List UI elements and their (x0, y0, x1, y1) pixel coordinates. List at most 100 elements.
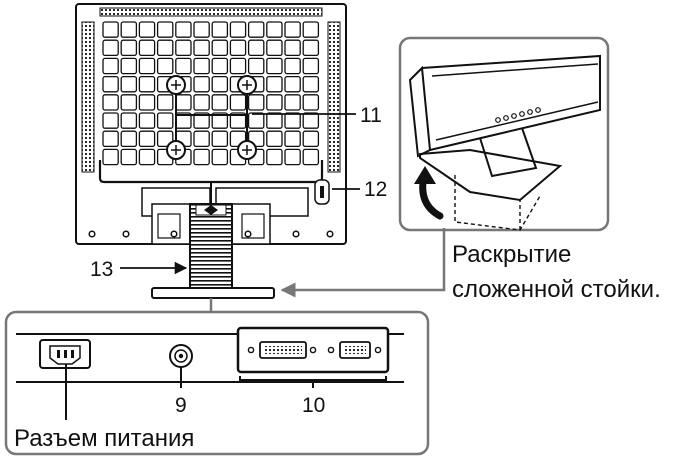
vent-slot (102, 112, 119, 129)
vent-slot (302, 148, 320, 166)
vent-slot (120, 39, 138, 57)
vent-slot (193, 39, 210, 57)
vent-slot (284, 94, 301, 111)
vent-slot (120, 75, 138, 93)
vent-slot (193, 148, 210, 166)
ventilation-grid (102, 21, 320, 166)
caption-power-connector: Разъем питания (14, 425, 194, 452)
vent-slot (247, 39, 265, 57)
vent-slot (156, 39, 174, 57)
vent-slot (211, 112, 229, 129)
vent-slot (229, 21, 247, 38)
vent-slot (229, 94, 247, 111)
vent-slot (302, 75, 320, 93)
vent-slot (175, 21, 192, 38)
vent-slot (284, 39, 301, 57)
vent-slot (102, 130, 119, 148)
vent-slot (266, 148, 283, 166)
callout-9-audio-input: 9 (175, 394, 187, 417)
vent-slot (266, 112, 283, 129)
vent-slot (284, 75, 301, 93)
vent-slot (138, 75, 156, 93)
vent-slot (102, 148, 119, 166)
vent-slot (120, 94, 138, 111)
power-socket (39, 339, 91, 369)
vent-slot (266, 130, 283, 148)
signal-connectors (236, 326, 390, 374)
vent-slot (302, 130, 320, 148)
vent-slot (302, 21, 320, 38)
vent-slot (211, 21, 229, 38)
vent-slot (302, 39, 320, 57)
vent-slot (247, 57, 265, 75)
callout-11-vesa-holes: 11 (360, 104, 382, 127)
vent-slot (193, 57, 210, 75)
vent-slot (175, 57, 192, 75)
vent-slot (156, 21, 174, 38)
vent-slot (156, 112, 174, 129)
vent-slot (284, 112, 301, 129)
vent-slot (193, 21, 210, 38)
vent-slot (211, 148, 229, 166)
callout-13-cable-holder: 13 (90, 258, 113, 281)
vent-slot (138, 21, 156, 38)
vent-slot (156, 130, 174, 148)
vent-slot (138, 112, 156, 129)
vent-slot (211, 39, 229, 57)
vent-slot (284, 130, 301, 148)
vent-slot (138, 148, 156, 166)
vent-slot (102, 94, 119, 111)
vent-slot (120, 57, 138, 75)
top-vent (99, 7, 323, 17)
vent-slot (211, 75, 229, 93)
stand (151, 203, 275, 299)
vent-slot (284, 57, 301, 75)
vent-slot (102, 75, 119, 93)
vent-slot (247, 94, 265, 111)
vent-slot (175, 39, 192, 57)
vent-slot (211, 130, 229, 148)
left-vent (81, 21, 95, 173)
vent-slot (193, 112, 210, 129)
vent-slot (138, 130, 156, 148)
vent-slot (247, 21, 265, 38)
vent-slot (120, 130, 138, 148)
stand-base (151, 287, 275, 299)
vent-slot (102, 21, 119, 38)
vent-slot (120, 148, 138, 166)
vent-slot (229, 112, 247, 129)
audio-jack (169, 344, 193, 368)
vent-slot (266, 94, 283, 111)
vent-slot (193, 75, 210, 93)
vent-slot (156, 57, 174, 75)
vent-slot (193, 130, 210, 148)
vent-slot (156, 94, 174, 111)
callout-10-signal-connectors: 10 (302, 394, 325, 417)
vent-slot (266, 39, 283, 57)
vent-slot (229, 57, 247, 75)
vent-slot (266, 21, 283, 38)
vent-slot (302, 94, 320, 111)
vent-slot (229, 39, 247, 57)
callout-12-security-slot: 12 (364, 178, 387, 201)
vent-slot (102, 57, 119, 75)
vent-slot (211, 94, 229, 111)
vent-slot (284, 148, 301, 166)
vent-slot (284, 21, 301, 38)
vent-slot (102, 39, 119, 57)
vent-slot (302, 112, 320, 129)
vent-slot (138, 94, 156, 111)
vent-slot (266, 57, 283, 75)
vent-slot (193, 94, 210, 111)
stand-unfold-inset (398, 36, 610, 232)
vent-slot (120, 112, 138, 129)
vent-slot (211, 57, 229, 75)
vent-slot (302, 57, 320, 75)
connector-panel-inset (4, 310, 430, 456)
monitor-back (75, 3, 347, 245)
vent-slot (175, 94, 192, 111)
vent-slot (138, 39, 156, 57)
bottom-screws (88, 230, 334, 238)
